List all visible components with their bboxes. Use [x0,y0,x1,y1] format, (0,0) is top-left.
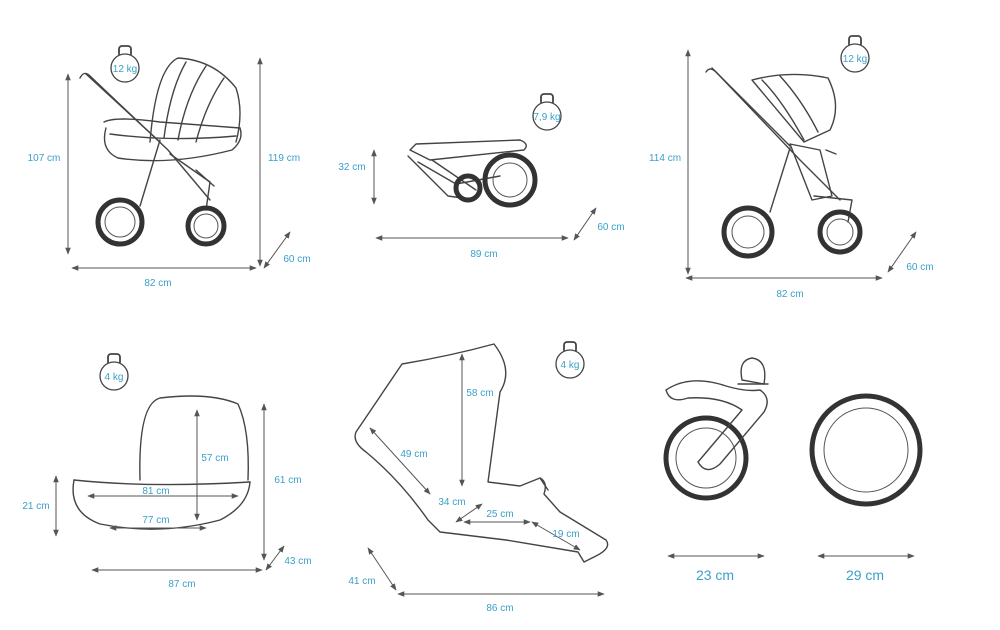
folded-weight-label: 7,9 kg [533,112,560,123]
wheels-diagram: 23 cm 29 cm [663,357,923,583]
front-wheel-drawing [663,357,769,501]
seat-width-arrow [367,547,397,591]
seat-length-total-label: 86 cm [486,603,513,614]
carrycot-side-height-label: 21 cm [22,501,49,512]
carrycot-inner-height-label: 57 cm [201,453,228,464]
seat-length-label: 25 cm [486,509,513,520]
folded-length-label: 89 cm [470,249,497,260]
seat-back-length-arrow [369,427,431,495]
pram-height-right-label: 119 cm [268,153,300,164]
pram-diagram: 12 kg 107 cm 119 cm 60 cm 82 cm [28,45,311,289]
pram-width-label: 82 cm [144,278,171,289]
stroller-drawing [705,67,863,259]
seat-footrest-label: 19 cm [552,529,579,540]
seat-width-label: 41 cm [348,576,375,587]
stroller-depth-label: 60 cm [906,262,933,273]
carrycot-depth-label: 43 cm [284,556,311,567]
rear-wheel-drawing [809,393,923,507]
stroller-weight-label: 12 kg [843,54,867,65]
rear-wheel-label: 29 cm [846,567,884,583]
folded-diagram: 7,9 kg 32 cm 89 cm 60 cm [338,93,625,260]
pram-height-left-label: 107 cm [28,153,61,164]
folded-height-label: 32 cm [338,162,365,173]
pram-depth-arrow [263,231,291,269]
folded-depth-label: 60 cm [597,222,624,233]
carrycot-bottom-length-label: 77 cm [142,515,169,526]
pram-drawing [79,57,242,247]
stroller-diagram: 12 kg 114 cm 82 cm 60 cm [649,35,934,300]
pram-depth-label: 60 cm [283,254,310,265]
carrycot-top-length-label: 81 cm [142,486,169,497]
stroller-width-label: 82 cm [776,289,803,300]
carrycot-weight-label: 4 kg [105,372,124,383]
seat-weight-label: 4 kg [561,360,580,371]
seat-weight-icon: 4 kg [555,341,585,379]
stroller-weight-icon: 12 kg [840,35,870,73]
seat-depth-small-label: 34 cm [438,497,465,508]
folded-drawing [407,139,538,208]
pram-weight-label: 12 kg [113,64,137,75]
carrycot-length-label: 87 cm [168,579,195,590]
carrycot-depth-arrow [265,545,285,571]
seat-back-length-label: 49 cm [400,449,427,460]
seat-diagram: 4 kg 58 cm 49 cm 34 cm 25 cm 19 cm 41 cm… [348,341,609,614]
front-wheel-label: 23 cm [696,567,734,583]
stroller-height-label: 114 cm [649,153,681,164]
carrycot-diagram: 4 kg 57 cm 61 cm 21 cm 81 cm 77 cm 87 cm… [22,353,312,590]
stroller-depth-arrow [887,231,917,273]
folded-depth-arrow [573,207,597,241]
seat-back-height-label: 58 cm [466,388,493,399]
carrycot-height-label: 61 cm [274,475,301,486]
seat-footrest-arrow [531,521,581,551]
carrycot-weight-icon: 4 kg [99,353,129,391]
seat-depth-small-arrow [455,503,483,523]
pram-weight-icon: 12 kg [110,45,140,83]
folded-weight-icon: 7,9 kg [532,93,562,131]
